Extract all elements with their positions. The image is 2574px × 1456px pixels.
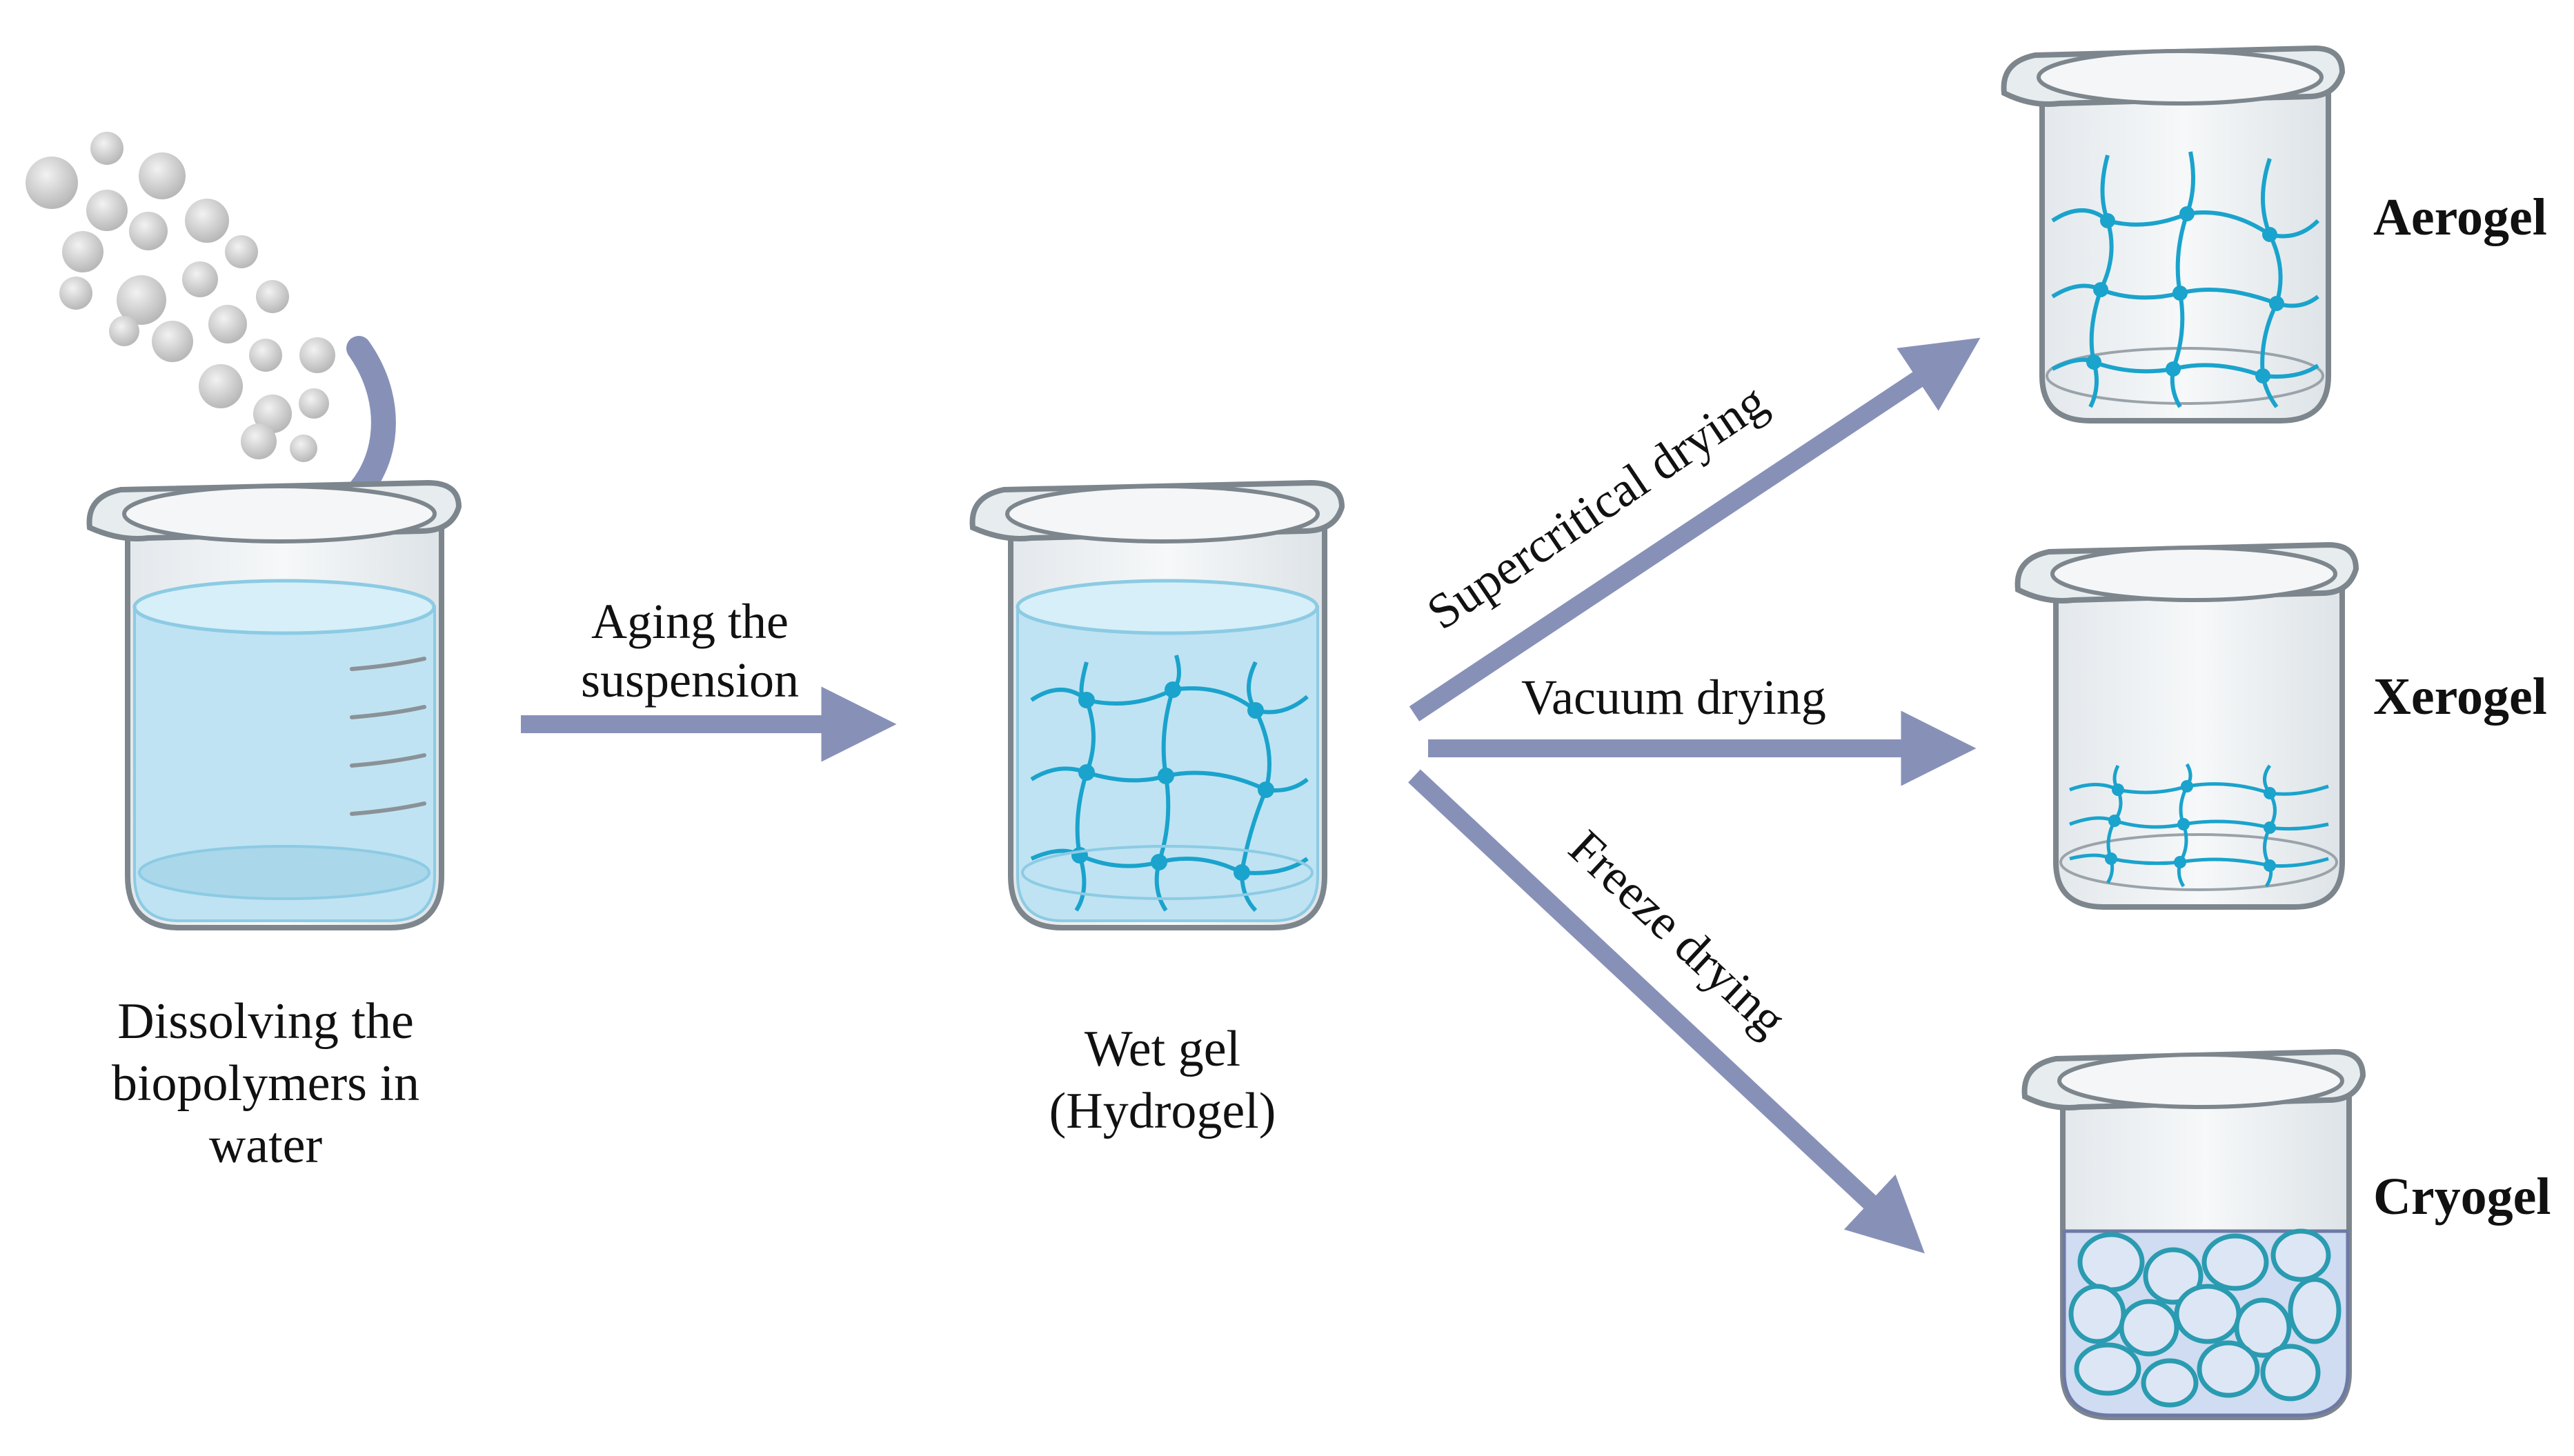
beaker-xerogel	[2014, 541, 2359, 910]
wetgel-label-line2: (Hydrogel)	[1049, 1083, 1276, 1139]
aging-label-line2: suspension	[581, 652, 799, 708]
dissolve-label-line2: biopolymers in	[112, 1055, 419, 1112]
arrows	[521, 337, 1981, 1254]
dissolve-label-line1: Dissolving the	[117, 993, 414, 1050]
arrow-supercritical	[1409, 337, 1981, 721]
beaker-aerogel	[2001, 45, 2346, 423]
wetgel-label-line1: Wet gel	[1085, 1021, 1240, 1077]
powder-particles	[26, 132, 335, 462]
xerogel-label: Xerogel	[2373, 668, 2547, 726]
cryogel-pores	[2068, 1228, 2342, 1408]
beaker-wet-gel	[969, 479, 1345, 930]
beaker-cryogel	[2021, 1048, 2366, 1420]
beaker-water	[86, 479, 462, 930]
cryogel-label: Cryogel	[2373, 1168, 2551, 1226]
dissolve-label-line3: water	[209, 1117, 322, 1174]
aging-label-line1: Aging the	[591, 594, 789, 649]
vacuum-label: Vacuum drying	[1521, 670, 1826, 725]
arrow-freeze	[1408, 769, 1925, 1254]
aerogel-label: Aerogel	[2373, 188, 2547, 246]
